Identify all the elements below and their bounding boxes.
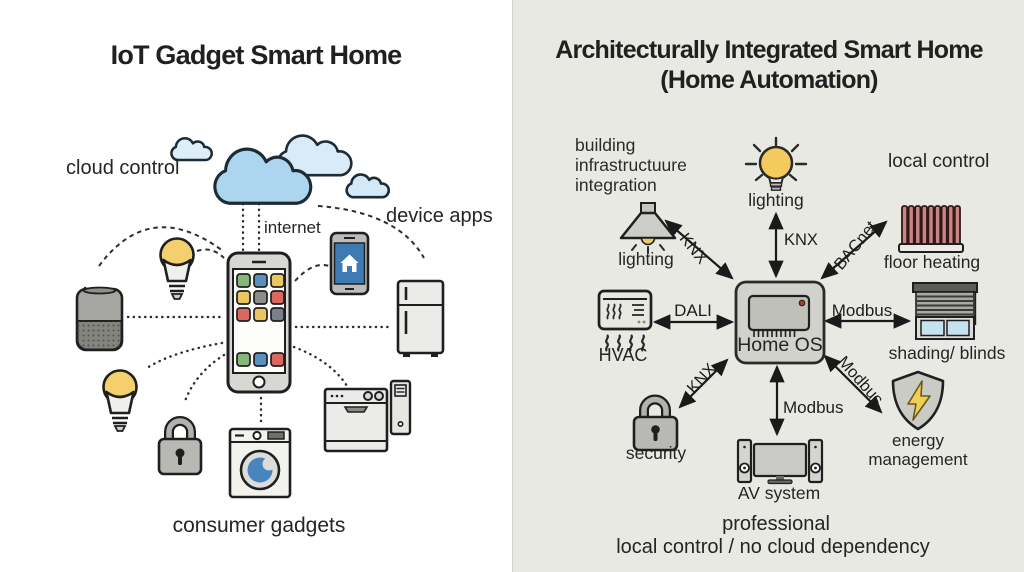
shading-blinds-label: shading/ blinds <box>888 343 1006 363</box>
arrow-knx-upper-left <box>664 219 734 280</box>
dishwasher-link <box>292 345 349 388</box>
left-diagram-graphics <box>75 134 445 499</box>
window-blinds-icon <box>912 282 978 340</box>
bulb2-link <box>145 341 224 370</box>
right-title-line2: (Home Automation) <box>660 66 878 94</box>
lock-link <box>182 353 226 406</box>
smart-tower-icon <box>389 379 412 436</box>
building-infra-line3: integration <box>575 175 657 195</box>
building-infra-line2: infrastructuure <box>575 155 687 175</box>
lighting-pendant-icon <box>619 202 677 254</box>
hvac-icon <box>597 289 653 352</box>
modbus-down-label: Modbus <box>783 398 844 417</box>
phone2-link <box>294 264 330 282</box>
cloud-arc-left <box>98 226 224 267</box>
security-lock-icon <box>632 394 679 452</box>
energy-management-label: energy management <box>868 431 968 469</box>
bulb1-link <box>196 248 225 259</box>
knx-top-label: KNX <box>784 231 818 249</box>
local-control-label: local control <box>888 151 990 172</box>
hvac-label: HVAC <box>598 345 648 365</box>
right-diagram-graphics <box>597 136 978 485</box>
internet-label: internet <box>264 218 321 237</box>
dotted-connections <box>98 202 425 427</box>
dali-label: DALI <box>674 301 712 320</box>
arrow-bacnet <box>820 220 888 280</box>
cloud-arc-right <box>317 205 425 259</box>
heat-waves <box>605 334 645 352</box>
energy-shield-icon <box>891 370 945 431</box>
floor-heating-icon <box>898 205 964 253</box>
lighting-pendant-label: lighting <box>618 249 674 269</box>
iot-gadget-panel: IoT Gadget Smart Home <box>66 40 493 537</box>
security-label: security <box>625 443 687 463</box>
footer-local-control: local control / no cloud dependency <box>616 536 930 558</box>
av-system-icon <box>736 438 824 485</box>
smart-lock-icon <box>157 416 203 476</box>
left-title: IoT Gadget Smart Home <box>110 40 403 70</box>
home-automation-panel: Architecturally Integrated Smart Home (H… <box>512 0 1024 572</box>
smartphone-hub-icon <box>226 251 292 394</box>
arrow-modbus-lower-right <box>823 354 883 414</box>
smart-speaker-icon <box>75 286 124 352</box>
av-system-label: AV system <box>737 483 821 503</box>
device-apps-label: device apps <box>386 205 493 227</box>
bus-arrows <box>652 211 912 437</box>
cloud-icon <box>213 147 313 205</box>
cloud-group <box>170 134 390 205</box>
lighting-bulb-icon <box>744 136 808 191</box>
home-os-label: Home OS <box>737 334 823 356</box>
cloud-small-left <box>170 137 213 162</box>
washing-machine-icon <box>228 427 292 499</box>
footer-professional: professional <box>722 513 830 535</box>
smart-bulb-icon <box>102 369 138 432</box>
lighting-bulb-label: lighting <box>748 190 804 210</box>
smartphone-house-icon <box>329 231 370 296</box>
right-title-line1: Architecturally Integrated Smart Home <box>555 36 983 64</box>
cloud-control-label: cloud control <box>66 157 180 179</box>
modbus-right-label: Modbus <box>831 301 893 320</box>
cloud-small-right <box>345 173 390 199</box>
floor-heating-label: floor heating <box>883 252 981 272</box>
home-os-hub-icon <box>734 280 826 365</box>
building-infra-line1: building <box>575 135 636 155</box>
refrigerator-icon <box>396 279 445 357</box>
arrow-knx-lower-left <box>678 358 729 409</box>
app-grid <box>236 273 285 367</box>
dishwasher-icon <box>323 387 389 453</box>
smart-bulb-icon <box>159 237 195 300</box>
consumer-gadgets-label: consumer gadgets <box>172 514 346 537</box>
